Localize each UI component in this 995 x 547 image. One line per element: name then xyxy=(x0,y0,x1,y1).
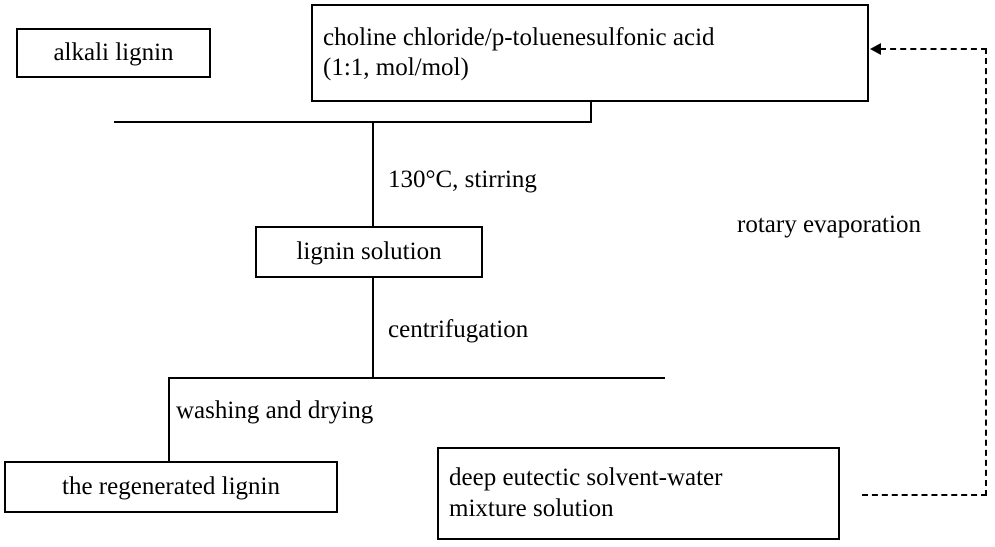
node-des-water: deep eutectic solvent-water mixture solu… xyxy=(437,447,840,540)
connector-to-lignin-solution xyxy=(372,121,374,228)
node-alkali-lignin-label: alkali lignin xyxy=(53,38,174,66)
connector-solvent-riser xyxy=(590,101,592,123)
connector-to-regenerated-lignin xyxy=(168,377,170,462)
connector-centrifugation-split xyxy=(168,377,665,379)
edge-label-washing-and-drying: washing and drying xyxy=(176,397,374,424)
node-regenerated-lignin-label: the regenerated lignin xyxy=(62,472,280,500)
node-solvent: choline chloride/p-toluenesulfonic acid … xyxy=(311,4,869,102)
node-des-water-line2: mixture solution xyxy=(449,494,614,522)
connector-from-lignin-solution xyxy=(372,278,374,378)
edge-label-heating: 130°C, stirring xyxy=(388,166,537,193)
recycle-dashed-top xyxy=(880,48,987,50)
node-solvent-line2: (1:1, mol/mol) xyxy=(323,54,469,81)
recycle-dashed-bottom xyxy=(862,494,987,496)
node-des-water-line1: deep eutectic solvent-water xyxy=(449,464,723,491)
node-regenerated-lignin: the regenerated lignin xyxy=(4,461,338,513)
recycle-arrowhead-icon xyxy=(870,43,881,55)
connector-mix-horizontal xyxy=(114,121,592,123)
node-alkali-lignin: alkali lignin xyxy=(16,28,211,78)
node-lignin-solution: lignin solution xyxy=(255,226,483,278)
edge-label-rotary-evaporation: rotary evaporation xyxy=(737,211,921,238)
node-lignin-solution-label: lignin solution xyxy=(296,237,442,265)
recycle-dashed-right xyxy=(985,48,987,496)
edge-label-centrifugation: centrifugation xyxy=(388,316,529,343)
node-solvent-line1: choline chloride/p-toluenesulfonic acid xyxy=(323,23,715,51)
